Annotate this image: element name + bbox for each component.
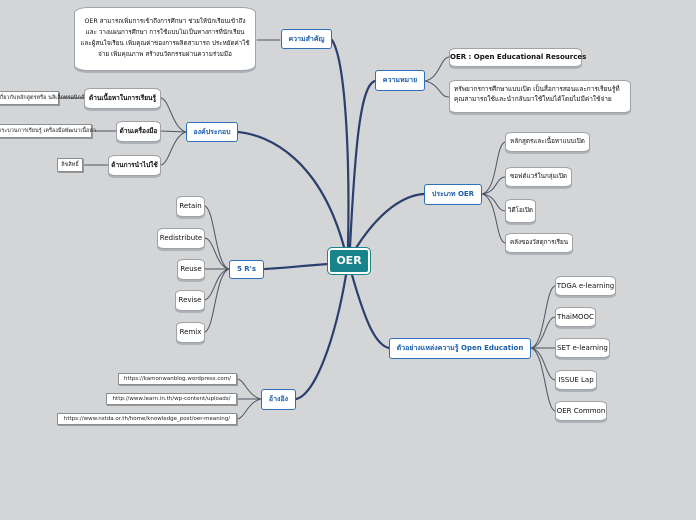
branch-five-rs[interactable]: 5 R's [229,260,264,279]
example-item-1[interactable]: TDGA e-learning [555,276,616,296]
component-tools[interactable]: ด้านเครื่องมือ [116,121,161,142]
five-r-remix[interactable]: Remix [176,322,205,343]
ref-link-2[interactable]: http://www.learn.in.th/wp-content/upload… [106,393,237,405]
root-node[interactable]: OER [328,248,370,274]
five-r-retain[interactable]: Retain [176,196,205,217]
component-content-note[interactable]: เกี่ยวกับหลักสูตรหรือ นลิเล็กทรอนิกส์ [0,91,84,105]
five-r-revise[interactable]: Revise [175,290,205,311]
type-item-1[interactable]: หลักสูตรและเนื้อหาแบบเปิด [505,132,590,152]
branch-importance[interactable]: ความสำคัญ [281,29,332,49]
type-item-3[interactable]: วิดีโอเปิด [505,199,536,223]
example-item-3[interactable]: SET e-learning [555,338,610,358]
ref-link-1[interactable]: https://kamonwanblog.wordpress.com/ [118,373,237,385]
component-content[interactable]: ด้านเนื้อหาในการเรียนรู้ [84,88,161,109]
example-item-2[interactable]: ThaiMOOC [555,307,596,327]
branch-meaning[interactable]: ความหมาย [375,70,425,91]
branch-examples[interactable]: ตัวอย่างแหล่งความรู้ Open Education [389,338,531,359]
ref-link-3[interactable]: https://www.nstda.or.th/home/knowledge_p… [57,413,237,425]
example-item-4[interactable]: ISSUE Lap [555,370,597,390]
importance-text[interactable]: OER สามารถเพิ่มการเข้าถึงการศึกษา ช่วยให… [74,7,256,71]
component-usage[interactable]: ด้านการนำไปใช้ [108,155,161,176]
example-item-5[interactable]: OER Common [555,401,607,421]
component-usage-note[interactable]: ลิขสิทธิ์ [57,158,83,172]
meaning-item-1[interactable]: OER : Open Educational Resources [449,48,586,67]
type-item-4[interactable]: คลังของวัสดุการเรียน [505,233,573,253]
five-r-redistribute[interactable]: Redistribute [157,228,205,249]
meaning-item-2[interactable]: ทรัพยากรการศึกษาแบบเปิด เป็นสื่อการสอนแล… [449,80,631,113]
five-r-reuse[interactable]: Reuse [177,259,205,280]
branch-references[interactable]: อ้างอิง [261,389,296,410]
branch-components[interactable]: องค์ประกอบ [186,122,238,142]
type-item-2[interactable]: ซอฟต์แวร์ในกลุ่มเปิด [505,167,572,187]
component-tools-note[interactable]: กระบวนการเรียนรู้ เครื่องมือพัฒนาเนื้อหา [0,124,96,138]
branch-types[interactable]: ประเภท OER [424,184,482,205]
